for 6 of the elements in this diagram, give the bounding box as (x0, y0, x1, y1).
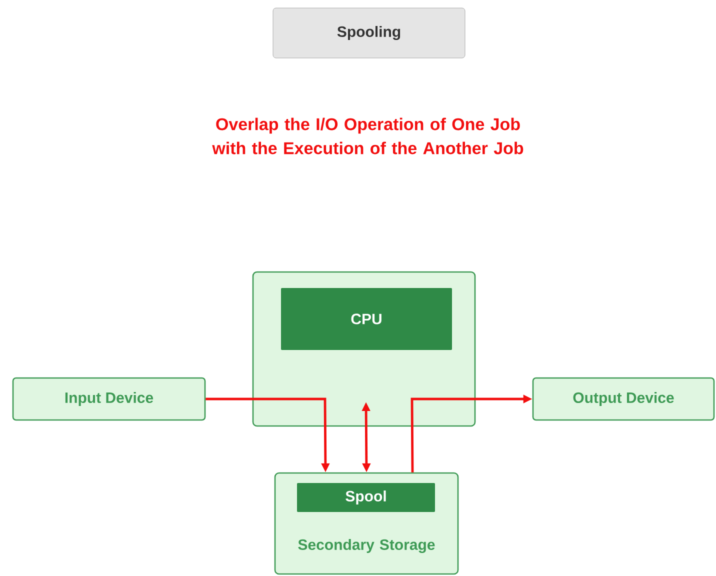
title-box: Spooling (272, 8, 466, 58)
device-box: Input Device (12, 377, 206, 421)
heading: Overlap the I/O Operation of One Job with the Execution of the Another Job (212, 118, 524, 154)
device-box: Output Device (532, 377, 715, 421)
cpu-box: CPU (281, 288, 452, 350)
spool-box: Spool (297, 483, 435, 512)
